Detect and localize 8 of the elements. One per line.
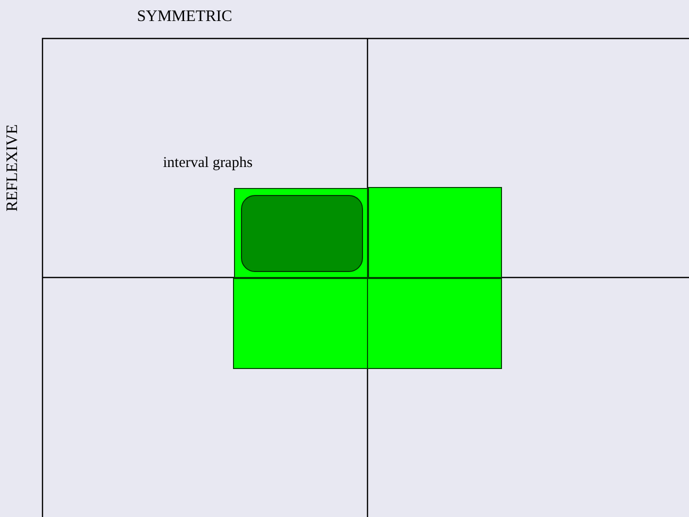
axis-title: REFLEXIVE [4,124,22,212]
rectangle [233,278,368,369]
rounded-box [241,195,363,272]
rectangle [234,188,368,278]
axis-title: SYMMETRIC [137,8,232,26]
rectangle [368,187,502,278]
graph-class-label: interval graphs [163,155,253,172]
rectangle [367,278,502,369]
